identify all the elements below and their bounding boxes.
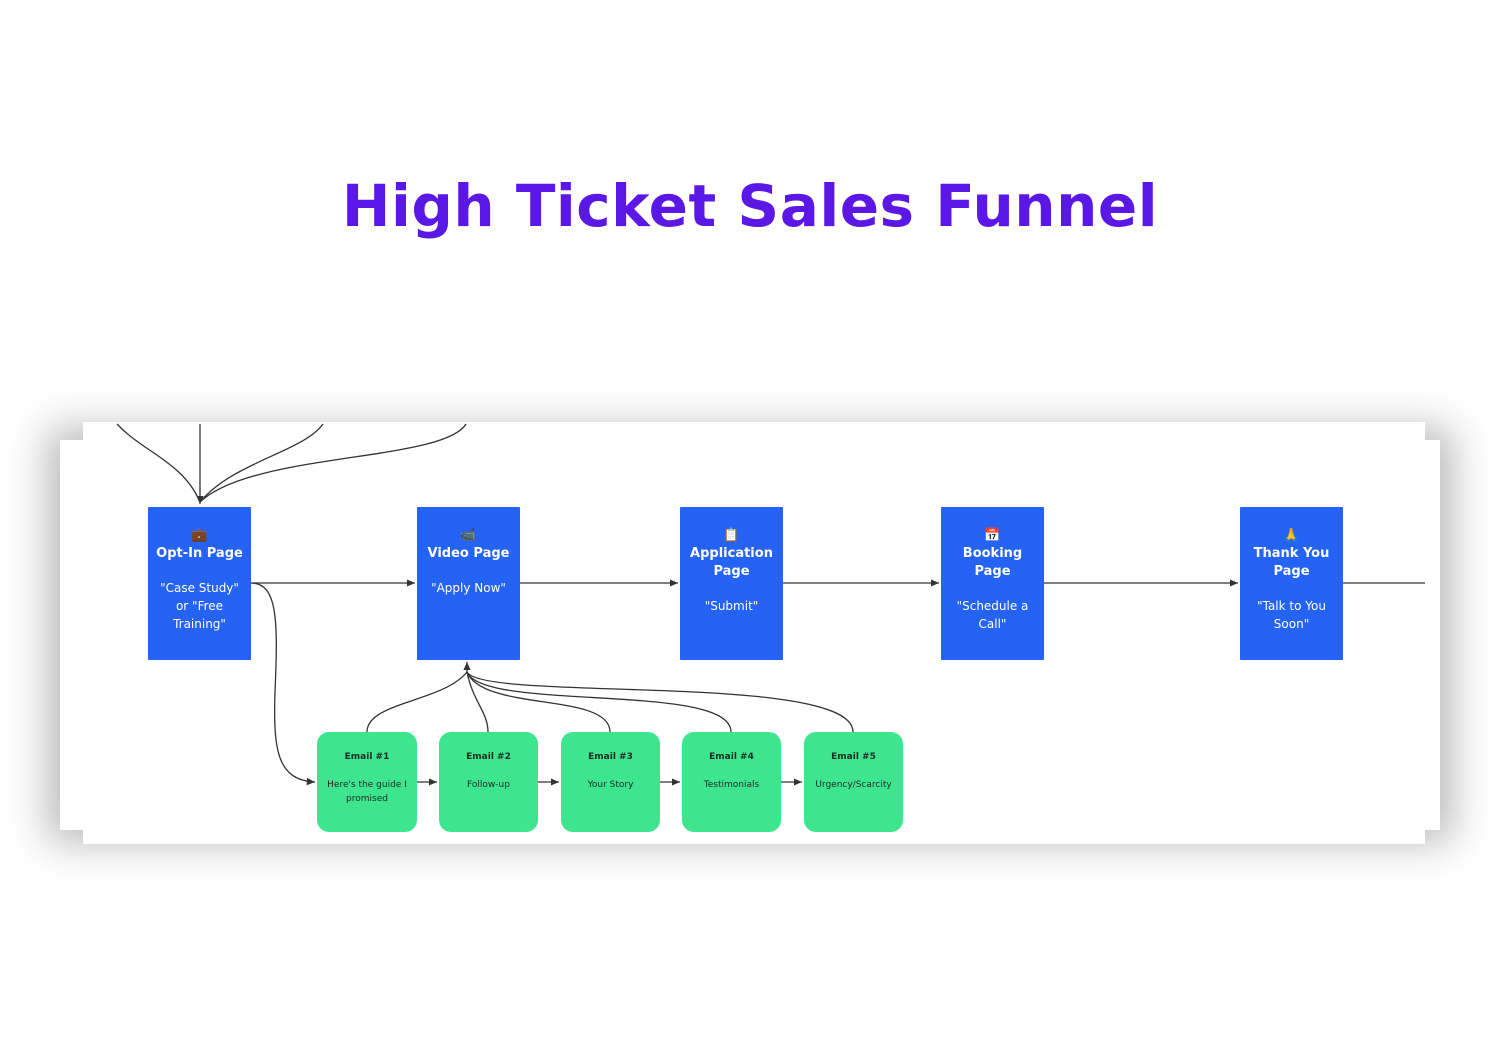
email-title: Email #3 (588, 752, 633, 762)
node-subtitle: "Schedule a Call" (956, 599, 1029, 631)
node-video-page: 📹 Video Page "Apply Now" (417, 507, 520, 660)
email5-to-video (466, 671, 854, 733)
node-optin-page: 💼 Opt-In Page "Case Study" or "Free Trai… (148, 507, 251, 660)
node-thank-you-page: 🙏 Thank You Page "Talk to You Soon" (1240, 507, 1343, 660)
calendar-icon: 📅 (984, 528, 1001, 543)
email-node-1: Email #1 Here's the guide I promised (317, 732, 417, 832)
briefcase-icon: 💼 (191, 528, 208, 543)
email-node-5: Email #5 Urgency/Scarcity (804, 732, 903, 832)
node-title: Application Page (690, 546, 773, 579)
email-subtitle: Testimonials (703, 780, 760, 790)
node-title: Video Page (427, 546, 510, 561)
email3-to-video (466, 671, 611, 733)
node-subtitle: "Submit" (704, 599, 759, 613)
node-subtitle: "Case Study" or "Free Training" (160, 581, 239, 631)
node-title: Thank You Page (1253, 546, 1330, 579)
node-title: Booking Page (962, 546, 1023, 579)
email-node-3: Email #3 Your Story (561, 732, 660, 832)
email-subtitle: Your Story (587, 780, 634, 790)
thank-you-icon: 🙏 (1283, 528, 1300, 543)
email-title: Email #4 (709, 752, 754, 762)
incoming-line-right (199, 423, 467, 503)
email1-to-video (366, 671, 468, 733)
video-icon: 📹 (460, 528, 477, 543)
email-title: Email #2 (466, 752, 511, 762)
email-subtitle: Urgency/Scarcity (815, 780, 892, 790)
email-title: Email #1 (344, 752, 390, 762)
page-title: High Ticket Sales Funnel (341, 172, 1159, 240)
incoming-line-mid (199, 423, 324, 503)
node-booking-page: 📅 Booking Page "Schedule a Call" (941, 507, 1044, 660)
node-subtitle: "Apply Now" (431, 581, 506, 595)
funnel-diagram: 💼 Opt-In Page "Case Study" or "Free Trai… (83, 422, 1425, 844)
email-node-4: Email #4 Testimonials (682, 732, 781, 832)
incoming-line-left (116, 423, 201, 503)
optin-to-email-line (250, 582, 316, 786)
email-subtitle: Here's the guide I promised (327, 780, 407, 804)
node-application-page: 📋 Application Page "Submit" (680, 507, 783, 660)
email-title: Email #5 (831, 752, 876, 762)
email4-to-video (466, 671, 732, 733)
connector-lines (116, 423, 1425, 786)
email2-to-video (466, 671, 489, 733)
email-node-2: Email #2 Follow-up (439, 732, 538, 832)
node-title: Opt-In Page (156, 546, 243, 561)
clipboard-icon: 📋 (723, 528, 740, 543)
node-subtitle: "Talk to You Soon" (1257, 599, 1326, 631)
email-subtitle: Follow-up (467, 780, 510, 790)
